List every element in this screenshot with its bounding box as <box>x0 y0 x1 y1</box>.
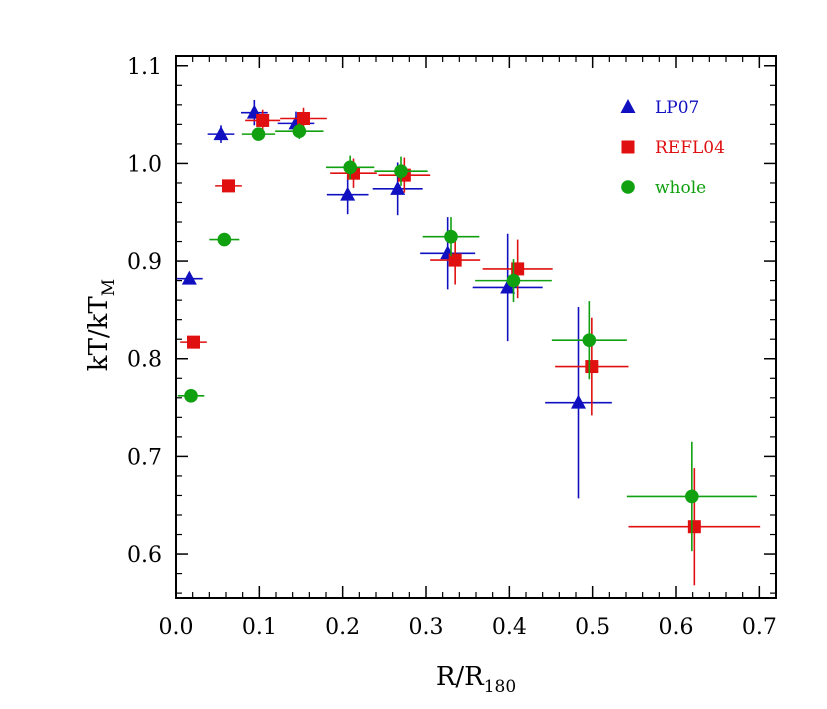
x-axis-title: R/R180 <box>436 662 516 697</box>
data-point-whole <box>685 489 699 504</box>
data-point-refl04 <box>511 262 525 276</box>
data-point-lp07 <box>390 180 406 195</box>
data-point-lp07 <box>340 186 356 201</box>
legend-item-refl04: REFL04 <box>621 138 725 158</box>
data-point-whole <box>217 232 232 247</box>
x-axis-title-main: R/R <box>436 662 485 692</box>
y-tick-label: 0.8 <box>127 348 162 373</box>
y-axis-title: kT/kTM <box>84 279 119 371</box>
y-tick-label: 1.0 <box>127 152 162 177</box>
x-axis-title-subscript: 180 <box>484 677 516 697</box>
data-point-refl04 <box>187 335 200 349</box>
x-tick-label: 0.4 <box>492 615 527 640</box>
data-point-whole <box>582 333 597 347</box>
data-point-refl04 <box>222 179 235 193</box>
x-tick-label: 0.5 <box>575 615 610 640</box>
y-tick-labels: 0.6 0.7 0.8 0.9 1.0 1.1 <box>127 55 162 568</box>
data-point-whole <box>292 124 307 138</box>
x-tick-label: 0.3 <box>409 615 444 640</box>
legend-label-whole: whole <box>655 178 706 198</box>
data-point-refl04 <box>297 112 310 126</box>
data-point-lp07 <box>213 126 229 141</box>
legend-item-lp07: LP07 <box>620 98 699 118</box>
data-point-refl04 <box>585 360 599 374</box>
y-axis-title-main: kT/kT <box>84 296 114 372</box>
y-axis-title-subscript: M <box>99 279 119 296</box>
data-marks <box>176 99 761 586</box>
data-point-whole <box>394 164 408 179</box>
data-point-whole <box>251 127 266 141</box>
legend-marker-refl04 <box>621 140 635 154</box>
legend-label-lp07: LP07 <box>655 98 699 118</box>
axis-ticks <box>175 56 776 598</box>
data-point-lp07 <box>571 394 586 409</box>
legend-item-whole: whole <box>621 178 706 198</box>
data-point-lp07 <box>500 279 516 294</box>
series-lp07 <box>176 99 612 499</box>
y-tick-label: 0.7 <box>127 445 162 470</box>
data-point-whole <box>506 273 521 288</box>
x-tick-label: 0.2 <box>325 615 360 640</box>
data-point-lp07 <box>181 270 197 285</box>
legend-label-refl04: REFL04 <box>655 138 725 158</box>
data-point-refl04 <box>448 253 462 267</box>
legend-marker-whole <box>621 180 635 194</box>
data-point-whole <box>343 160 357 175</box>
data-point-whole <box>444 229 458 244</box>
y-tick-label: 0.6 <box>127 543 162 568</box>
data-point-refl04 <box>256 113 270 127</box>
x-tick-label: 0.6 <box>659 615 694 640</box>
legend-marker-lp07 <box>620 99 636 113</box>
data-point-refl04 <box>687 520 701 534</box>
x-tick-label: 0.1 <box>242 615 277 640</box>
x-tick-labels: 0.0 0.1 0.2 0.3 0.4 0.5 0.6 0.7 <box>159 615 777 640</box>
y-tick-label: 1.1 <box>127 55 162 80</box>
series-whole <box>177 123 757 552</box>
x-tick-label: 0.7 <box>742 615 777 640</box>
x-tick-label: 0.0 <box>159 615 194 640</box>
data-point-whole <box>184 389 198 403</box>
y-tick-label: 0.9 <box>127 250 162 275</box>
